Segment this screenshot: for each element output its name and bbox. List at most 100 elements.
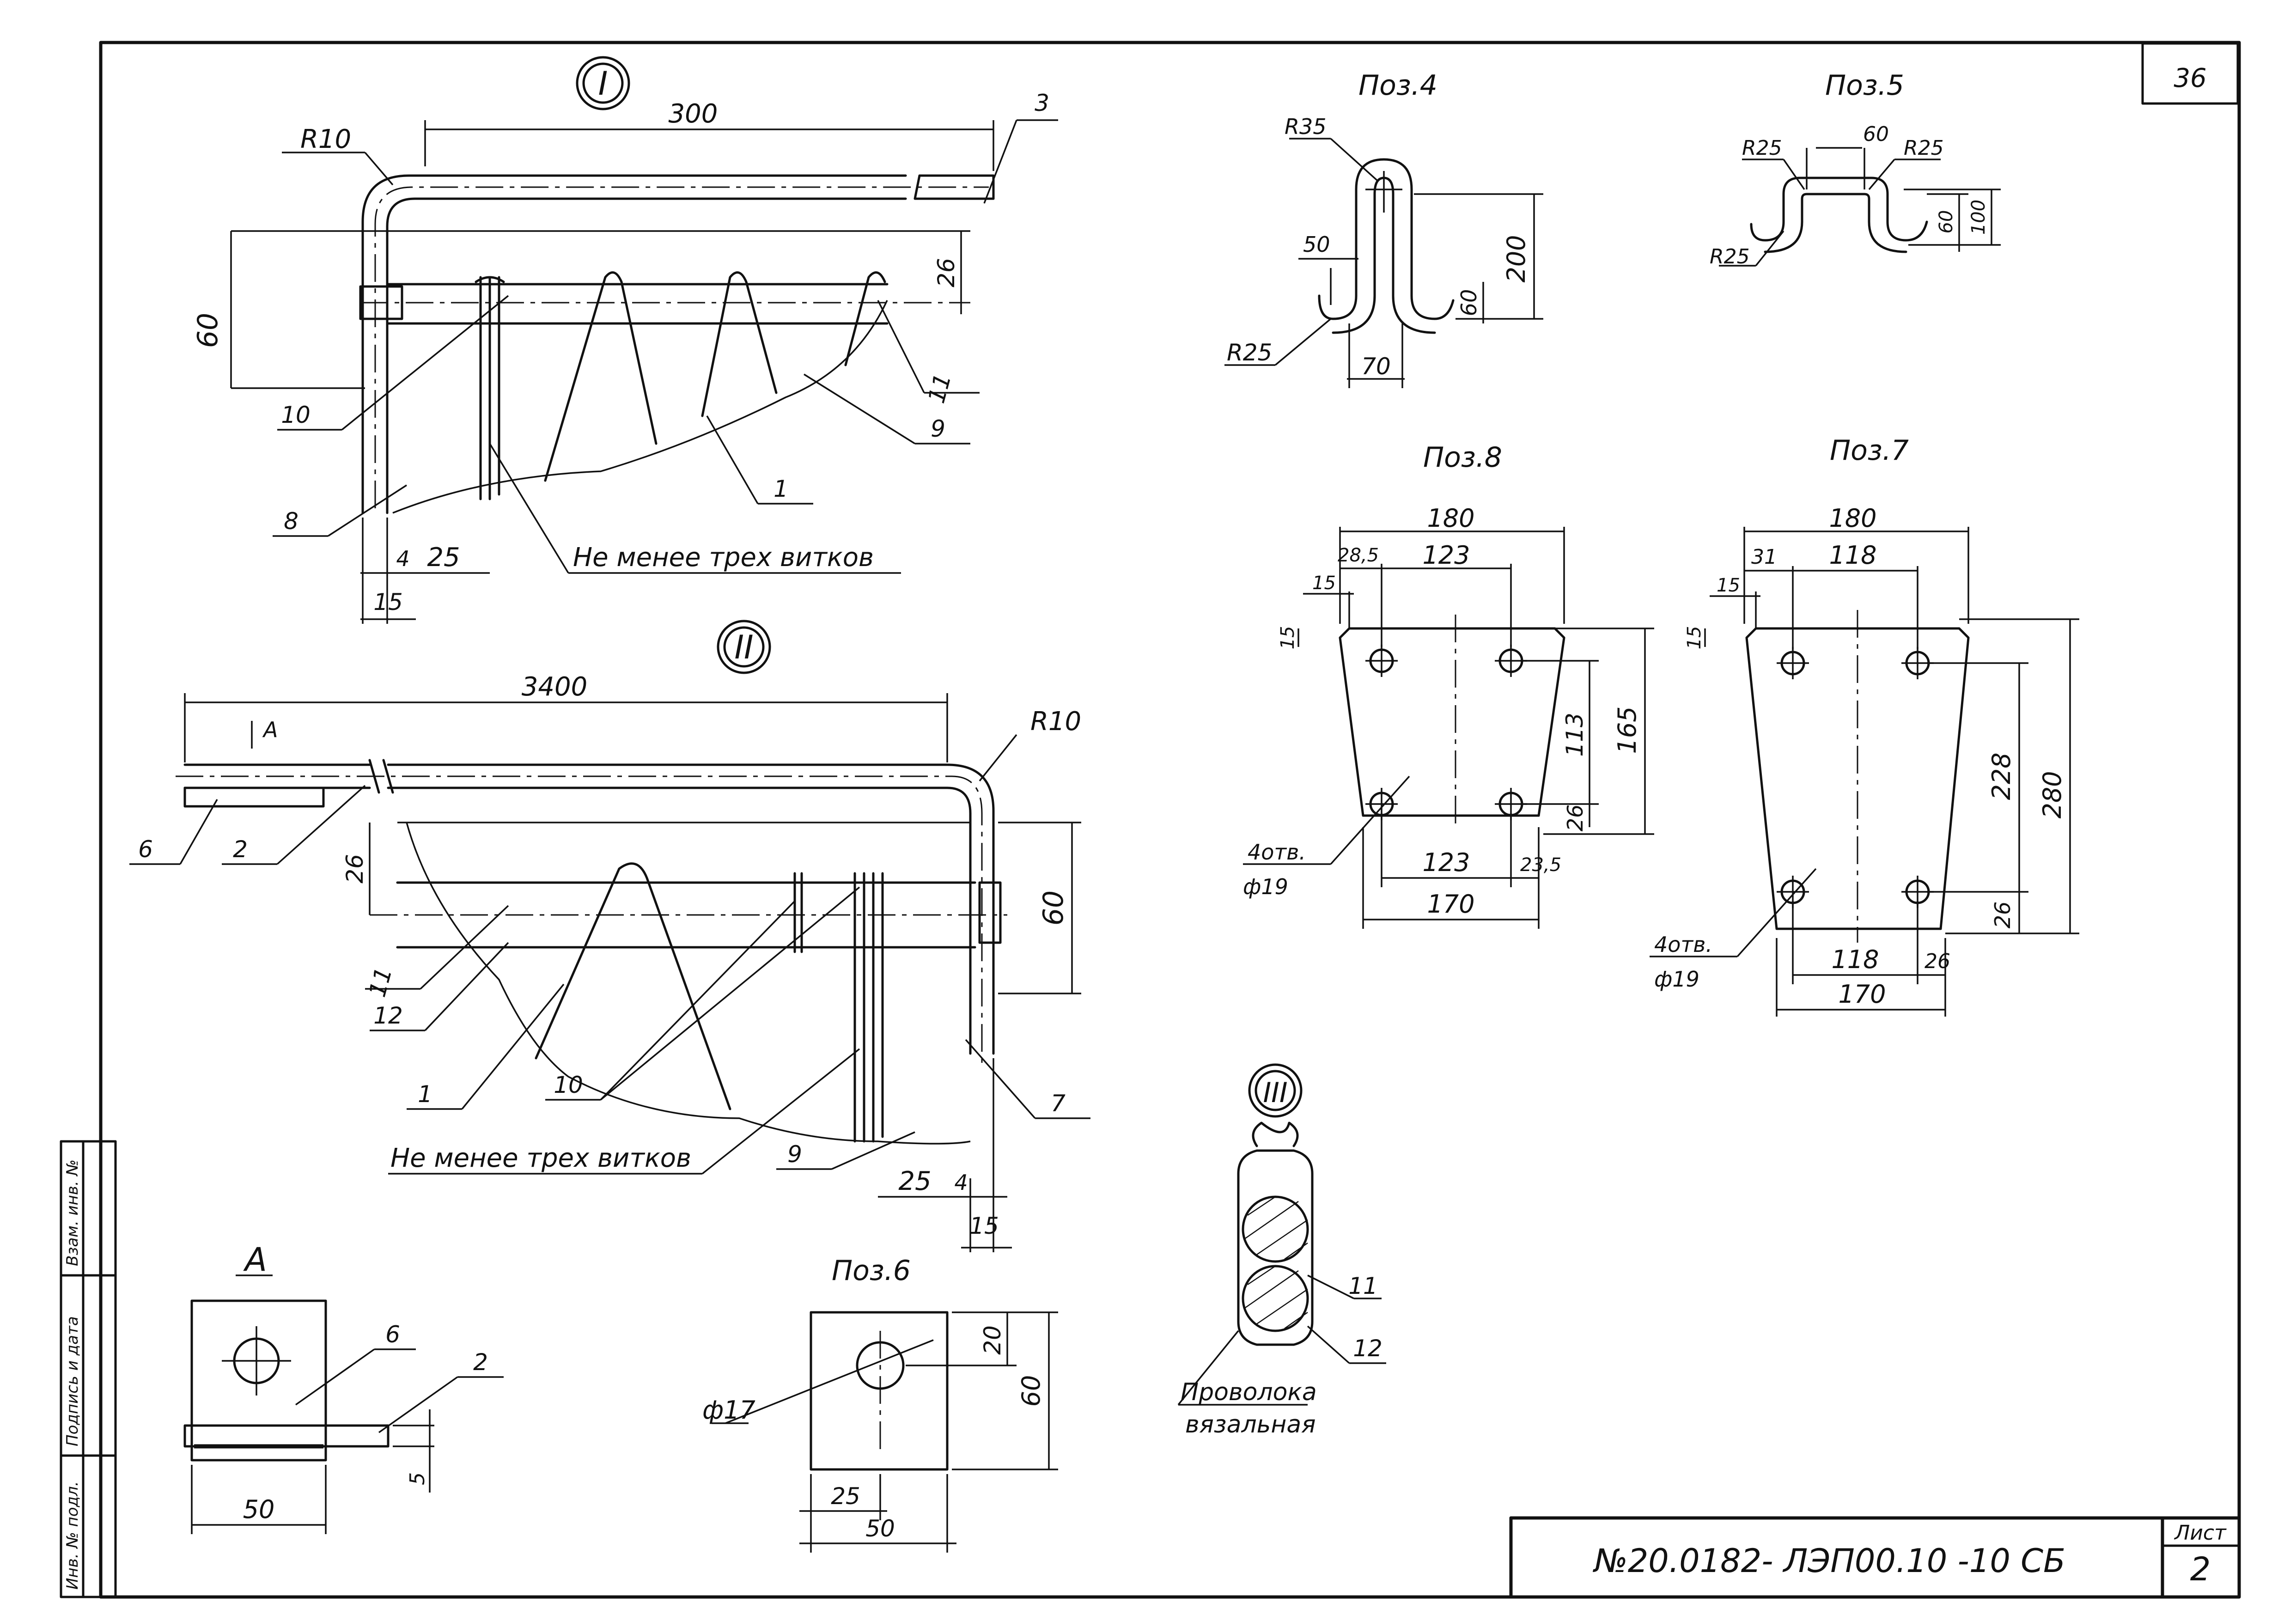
page-corner-label: 36	[2174, 63, 2206, 93]
pos7-holes: 4отв.	[1654, 932, 1712, 957]
sheet-number: 2	[2190, 1550, 2211, 1588]
view-ii-callout-2: 2	[233, 836, 248, 863]
pos5-radius-25-left: R25	[1742, 136, 1782, 160]
pos8-holes: 4отв.	[1248, 840, 1306, 865]
pos8-dim-15-h: 15	[1312, 573, 1336, 594]
view-i: I 300 R10 60 26	[192, 56, 1058, 624]
view-i-dim-length: 300	[669, 99, 718, 129]
pos5-radius-25-right: R25	[1904, 136, 1944, 160]
pos7-dim-26-h: 26	[1924, 950, 1950, 973]
view-a-callout-6: 6	[385, 1321, 400, 1348]
pos4-detail: Поз.4 70 200 60 R35 50 R25	[1224, 69, 1543, 388]
pos8-dim-235: 23,5	[1520, 854, 1561, 876]
pos5-dim-60-top: 60	[1863, 122, 1889, 146]
view-i-callout-3: 3	[1035, 90, 1049, 116]
pos7-title: Поз.7	[1830, 434, 1909, 467]
pos4-dim-70: 70	[1361, 353, 1391, 380]
pos8-detail: Поз.8 180 123 28,5 15 15 113 165 26	[1243, 441, 1654, 929]
view-i-callout-9: 9	[931, 415, 945, 442]
view-i-note: Не менее трех витков	[573, 542, 874, 573]
view-i-dim-c: 15	[373, 589, 403, 615]
view-iii-note-line2: вязальная	[1185, 1411, 1315, 1438]
view-iii-callout-12: 12	[1353, 1335, 1382, 1362]
view-i-callout-8: 8	[284, 508, 298, 535]
pos7-dim-180: 180	[1829, 504, 1876, 533]
view-ii-callout-7: 7	[1051, 1090, 1066, 1117]
view-ii-dim-b: 4	[954, 1170, 968, 1195]
title-block-code: №20.0182- ЛЭП00.10 -10 СБ	[1592, 1542, 2065, 1580]
view-a-title: А	[243, 1241, 267, 1279]
pos6-title: Поз.6	[832, 1255, 911, 1287]
pos4-radius-35: R35	[1285, 114, 1327, 139]
pos5-radius-25-bottom: R25	[1710, 245, 1750, 268]
pos4-radius-25: R25	[1227, 339, 1272, 366]
view-a-callout-2: 2	[473, 1349, 488, 1376]
pos6-dim-25: 25	[831, 1483, 860, 1510]
side-stamp-replace: Взам. инв. №	[63, 1159, 82, 1266]
view-i-callout-1: 1	[773, 475, 788, 502]
pos8-dim-123-top: 123	[1422, 541, 1470, 570]
pos5-dim-60-side: 60	[1936, 210, 1957, 234]
pos7-dim-26-v: 26	[1990, 902, 2015, 929]
view-i-dim-height: 60	[192, 313, 224, 348]
pos7-dim-170: 170	[1838, 980, 1886, 1009]
pos5-detail: Поз.5 60 R25 R25 60 100 R25	[1710, 69, 2001, 268]
pos8-dim-26: 26	[1563, 804, 1588, 832]
pos5-title: Поз.5	[1825, 69, 1904, 102]
pos4-title: Поз.4	[1358, 69, 1437, 102]
pos5-dim-100: 100	[1968, 200, 1989, 235]
view-iii-marker: III	[1263, 1077, 1287, 1109]
pos6-dim-50: 50	[865, 1515, 895, 1542]
pos7-hole-dia: ф19	[1654, 967, 1699, 992]
view-i-callout-10: 10	[281, 402, 311, 428]
pos8-dim-113: 113	[1561, 713, 1588, 756]
pos7-dim-280: 280	[2038, 771, 2067, 818]
pos8-dim-170: 170	[1427, 890, 1474, 919]
view-ii-dim-length: 3400	[522, 672, 588, 702]
view-ii-marker: II	[734, 628, 753, 666]
view-ii-callout-1: 1	[418, 1081, 432, 1108]
sheet-frame	[60, 41, 2241, 1599]
pos8-dim-285: 28,5	[1338, 545, 1379, 566]
pos6-dim-60: 60	[1017, 1375, 1046, 1407]
side-stamp-sign: Подпись и дата	[63, 1316, 82, 1446]
view-iii-callout-11: 11	[1348, 1273, 1378, 1299]
pos7-dim-118-top: 118	[1829, 541, 1876, 570]
view-ii-dim-height: 60	[1037, 890, 1070, 926]
pos8-hole-dia: ф19	[1243, 874, 1288, 899]
pos6-dia: ф17	[702, 1396, 755, 1425]
pos8-dim-123-bottom: 123	[1422, 848, 1470, 877]
view-ii-callout-6: 6	[138, 836, 153, 863]
pos8-title: Поз.8	[1423, 441, 1502, 474]
side-stamp: Инв. № подл. Подпись и дата Взам. инв. №	[63, 1159, 82, 1590]
view-a-dim-5: 5	[406, 1472, 429, 1485]
pos6-detail: Поз.6 ф17 20 60 25 50	[702, 1255, 1058, 1553]
view-a-dim-50: 50	[243, 1495, 275, 1524]
pos7-dim-228: 228	[1987, 752, 2016, 800]
pos7-dim-15-v: 15	[1684, 626, 1705, 650]
view-a: А 6 2 50 5	[183, 1241, 504, 1534]
view-ii-dim-offset: 26	[341, 854, 368, 884]
view-ii-callout-12: 12	[373, 1002, 403, 1029]
view-i-dim-b: 25	[427, 542, 460, 573]
view-ii-callout-9: 9	[787, 1141, 802, 1168]
pos7-dim-15-h: 15	[1717, 575, 1740, 596]
pos7-dim-118-bottom: 118	[1831, 945, 1879, 974]
side-stamp-inv: Инв. № подл.	[63, 1481, 82, 1590]
pos6-dim-20: 20	[979, 1325, 1006, 1355]
view-ii: II 3400 А R10 26 60	[129, 620, 1090, 1252]
view-ii-dim-a: 25	[898, 1166, 931, 1196]
view-i-dim-a: 4	[396, 546, 409, 571]
view-iii-note-line1: Проволока	[1181, 1378, 1317, 1406]
view-ii-callout-10: 10	[554, 1072, 583, 1098]
view-iii: III 11 12 Проволока вязальная	[1177, 1063, 1386, 1438]
pos4-dim-60: 60	[1456, 289, 1481, 317]
sheet-label: Лист	[2174, 1521, 2227, 1545]
pos8-dim-15-v: 15	[1277, 626, 1298, 650]
view-i-callout-11: 11	[923, 371, 956, 406]
view-ii-section-mark: А	[262, 717, 278, 742]
pos8-dim-165: 165	[1613, 706, 1642, 754]
view-i-marker: I	[598, 65, 608, 103]
view-i-dim-offset: 26	[933, 258, 960, 287]
